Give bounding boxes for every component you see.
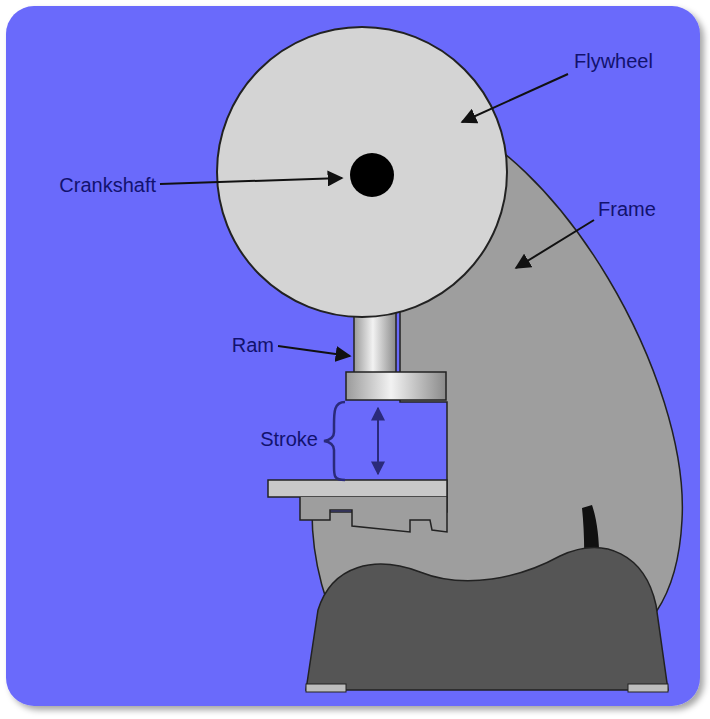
part-label: Flywheel	[574, 50, 653, 72]
base-foot	[628, 684, 668, 692]
leader-arrow	[462, 74, 568, 122]
press-bed	[268, 480, 447, 497]
bed-slots	[300, 497, 447, 532]
part-label: Frame	[598, 198, 656, 220]
part-label: Crankshaft	[59, 174, 156, 196]
flywheel	[217, 27, 507, 317]
leader-arrow	[160, 178, 342, 184]
stroke-arrow	[377, 408, 379, 474]
leader-arrow	[278, 346, 350, 356]
base-foot	[306, 684, 346, 692]
part-label: Ram	[232, 334, 274, 356]
background-panel	[6, 6, 700, 706]
part-label: Stroke	[260, 428, 318, 450]
crankshaft	[350, 153, 394, 197]
ram-head	[346, 372, 446, 400]
stroke-brace	[324, 402, 345, 480]
press-base	[306, 548, 668, 690]
leader-arrow	[516, 220, 594, 268]
